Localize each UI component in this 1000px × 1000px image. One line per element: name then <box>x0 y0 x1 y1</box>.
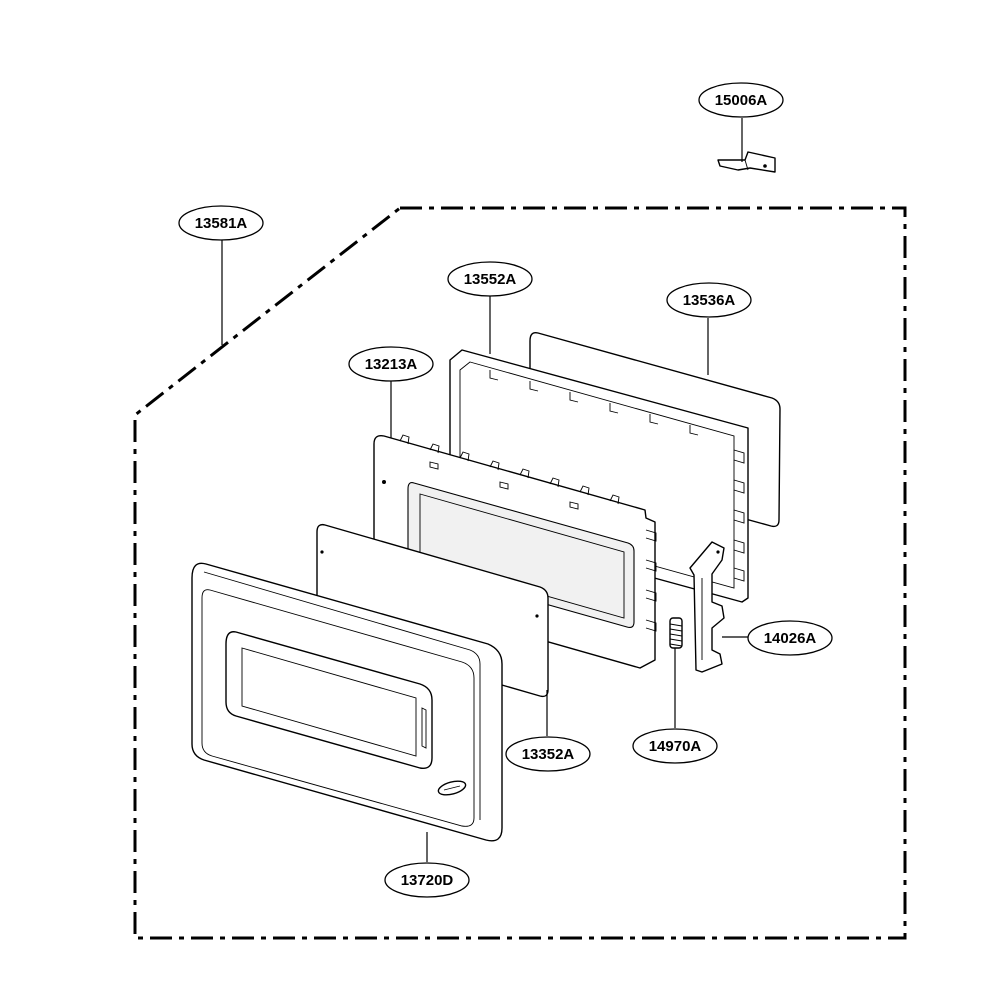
callout-13581a-label: 13581A <box>195 215 248 232</box>
callout-15006a-label: 15006A <box>715 92 768 109</box>
part-13720d-door-front <box>191 562 503 842</box>
callout-13581a: 13581A <box>178 205 264 241</box>
callout-13536a-label: 13536A <box>683 292 736 309</box>
callout-14970a-label: 14970A <box>649 738 702 755</box>
part-14970a-spring <box>669 617 683 649</box>
callout-13720d-label: 13720D <box>401 872 454 889</box>
callout-15006a: 15006A <box>698 82 784 118</box>
callout-13352a-label: 13352A <box>522 746 575 763</box>
callout-13213a-label: 13213A <box>365 356 418 373</box>
part-15006a-bracket <box>717 151 776 173</box>
callout-13536a: 13536A <box>666 282 752 318</box>
callout-14026a: 14026A <box>747 620 833 656</box>
callout-14970a: 14970A <box>632 728 718 764</box>
callout-13552a-label: 13552A <box>464 271 517 288</box>
callout-13352a: 13352A <box>505 736 591 772</box>
callout-13213a: 13213A <box>348 346 434 382</box>
assembly-boundary <box>133 206 907 940</box>
callout-14026a-label: 14026A <box>764 630 817 647</box>
callout-13552a: 13552A <box>447 261 533 297</box>
part-14026a-latch <box>689 541 725 673</box>
callout-13720d: 13720D <box>384 862 470 898</box>
